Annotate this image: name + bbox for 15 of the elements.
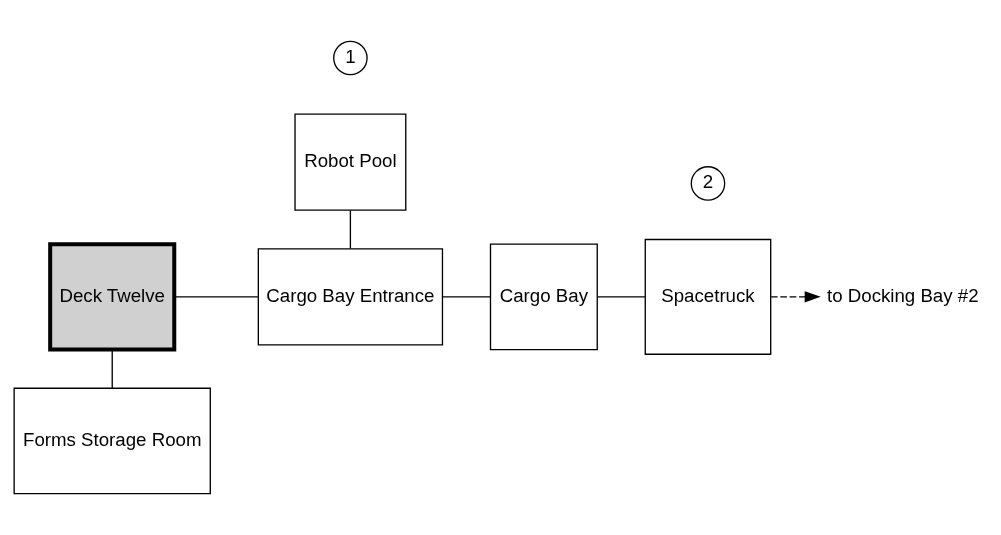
node-circle: 2 xyxy=(690,166,726,201)
node-text: to Docking Bay #2 xyxy=(827,284,979,306)
node-box: Forms Storage Room xyxy=(13,387,211,495)
connector xyxy=(442,296,491,298)
connector xyxy=(174,296,259,298)
node-box: Cargo Bay Entrance xyxy=(257,248,444,346)
node-box: Robot Pool xyxy=(294,113,407,211)
node-box: Cargo Bay xyxy=(489,243,598,351)
connector xyxy=(596,296,646,298)
connector xyxy=(349,209,352,250)
node-circle: 1 xyxy=(333,40,368,76)
connector xyxy=(111,348,113,389)
arrow xyxy=(770,291,821,303)
node-box: Deck Twelve xyxy=(48,242,177,352)
node-box: Spacetruck xyxy=(644,238,772,355)
